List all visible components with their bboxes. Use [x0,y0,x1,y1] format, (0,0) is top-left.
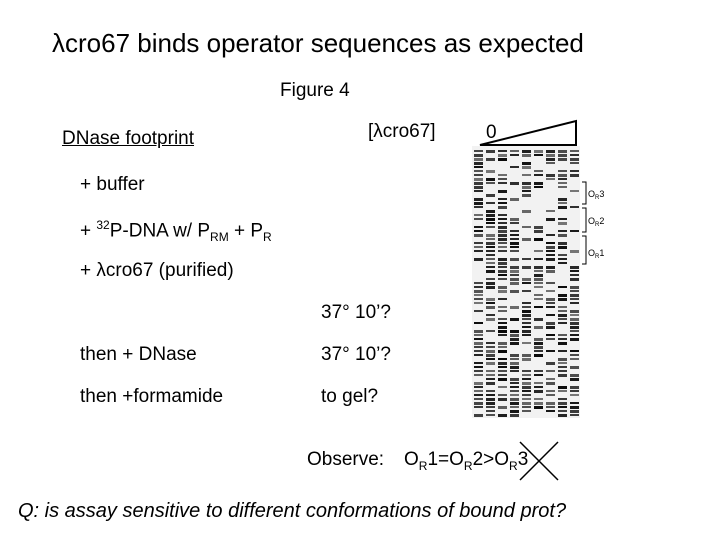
dnase-footprint-label: DNase footprint [62,128,195,149]
step-buffer: + buffer [80,174,145,195]
gel-label-or3: OR3 [588,189,604,201]
gel-label-or1: OR1 [588,248,604,260]
step-dnase: then + DNase [80,344,197,365]
observe-label: Observe: [307,449,385,470]
slide-title: λcro67 binds operator sequences as expec… [52,28,584,58]
step-incubate-1: 37° 10’? [321,302,391,323]
step-cro67: + λcro67 (purified) [80,260,234,281]
step-dna: + 32P-DNA w/ PRM + PR [80,218,272,245]
footprint-gel-image: OR3 OR2 OR1 [472,146,604,418]
concentration-label: [λcro67] [368,121,436,142]
concentration-wedge [479,119,577,146]
question-text: Q: is assay sensitive to different confo… [18,500,567,522]
observation-result: OR1=OR2>OR3 [404,449,529,473]
figure-label: Figure 4 [280,80,350,101]
zero-label: 0 [486,122,497,143]
step-incubate-2: 37° 10’? [321,344,391,365]
gel-label-or2: OR2 [588,216,604,228]
step-formamide: then +formamide [80,386,224,407]
cross-out-mark [519,441,559,481]
step-to-gel: to gel? [321,386,379,407]
